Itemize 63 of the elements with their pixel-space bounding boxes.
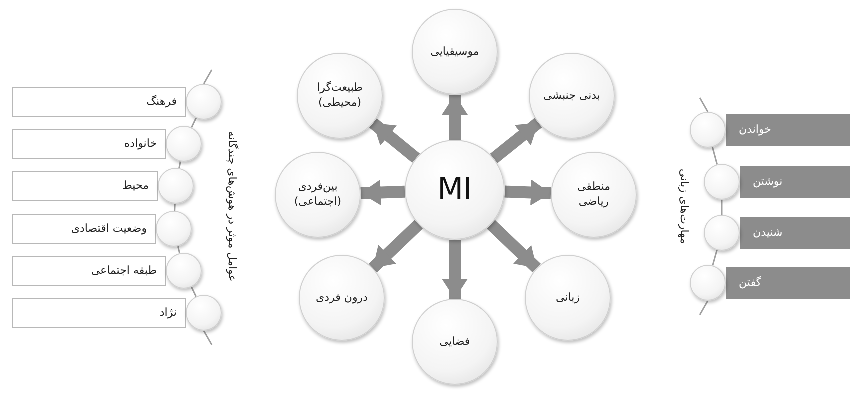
connector-line (712, 147, 718, 165)
list-circle (156, 211, 192, 247)
node-label: نژاد (160, 306, 177, 320)
block-arrow (368, 220, 423, 273)
connector-line (203, 70, 213, 84)
skill-band (740, 166, 850, 198)
connector-line (699, 300, 709, 316)
node-label: وضعیت اقتصادی (71, 222, 147, 236)
node-label: شنیدن (753, 226, 783, 240)
node-label: منطقی ریاضی (576, 180, 612, 210)
list-circle (158, 168, 194, 204)
node-label: خواندن (739, 122, 772, 138)
list-circle (186, 84, 222, 120)
factor-band (12, 214, 156, 244)
factor-band (12, 298, 186, 328)
factor-band (12, 129, 166, 159)
connector-line (191, 286, 197, 298)
intelligence-circle (529, 53, 615, 139)
list-circle (690, 112, 726, 148)
vertical-label: عوامل موثر در هوش‌های چندگانه (225, 130, 238, 282)
node-label: بین‌فردی (اجتماعی) (293, 180, 343, 210)
block-arrow (442, 95, 468, 140)
connector-line (712, 250, 718, 266)
node-label: خانواده (124, 136, 157, 152)
list-circle (186, 295, 222, 331)
connector-line (174, 204, 176, 212)
node-label: زبانی (556, 290, 580, 306)
node-label: موسیقیایی (430, 44, 480, 60)
connector-line (203, 330, 213, 346)
node-label: طبقه اجتماعی (91, 264, 157, 278)
list-circle (166, 126, 202, 162)
connector-line (178, 162, 182, 168)
connector-line (191, 118, 197, 128)
block-arrow (360, 180, 406, 206)
block-arrow (490, 118, 542, 164)
skill-band (726, 114, 850, 146)
block-arrow (487, 220, 542, 273)
node-label: محیط (122, 178, 149, 194)
factor-band (12, 256, 166, 286)
list-circle (704, 215, 740, 251)
skill-band (740, 217, 850, 249)
node-label: فرهنگ (146, 94, 177, 110)
factor-band (12, 171, 158, 201)
center-label: MI (438, 170, 472, 209)
list-circle (690, 265, 726, 301)
node-label: طبیعت‌گرا (محیطی) (316, 81, 364, 111)
list-circle (704, 164, 740, 200)
vertical-label: مهارت‌های زبانی (678, 168, 691, 244)
center-circle (405, 140, 505, 240)
node-label: بدنی جنبشی (544, 88, 600, 104)
node-label: نوشتن (753, 174, 783, 190)
block-arrow (370, 118, 420, 163)
node-label: فضایی (440, 334, 470, 350)
block-arrow (442, 240, 468, 299)
skill-band (726, 267, 850, 299)
node-label: گفتن (739, 276, 762, 290)
connector-line (699, 98, 709, 112)
factor-band (12, 87, 186, 117)
block-arrow (504, 180, 552, 206)
list-circle (166, 253, 202, 289)
connector-line (721, 200, 723, 215)
connector-line (177, 246, 181, 254)
node-label: درون فردی (316, 290, 368, 306)
